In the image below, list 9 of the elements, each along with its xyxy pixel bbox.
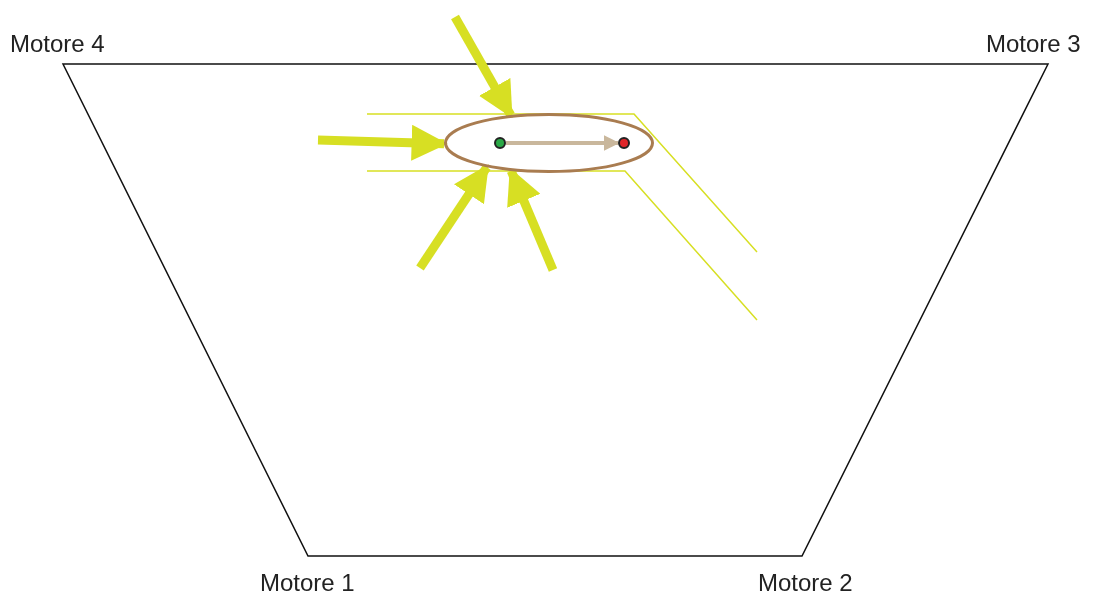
motor-label: Motore 1 [260, 571, 355, 595]
arrow [416, 164, 491, 271]
motor-label: Motore 4 [10, 32, 105, 56]
dot [618, 137, 630, 149]
motor-label: Motore 2 [758, 571, 853, 595]
arrow [506, 135, 620, 151]
ellipse-outline [444, 113, 654, 173]
motor-label: Motore 3 [986, 32, 1081, 56]
dot [494, 137, 506, 149]
